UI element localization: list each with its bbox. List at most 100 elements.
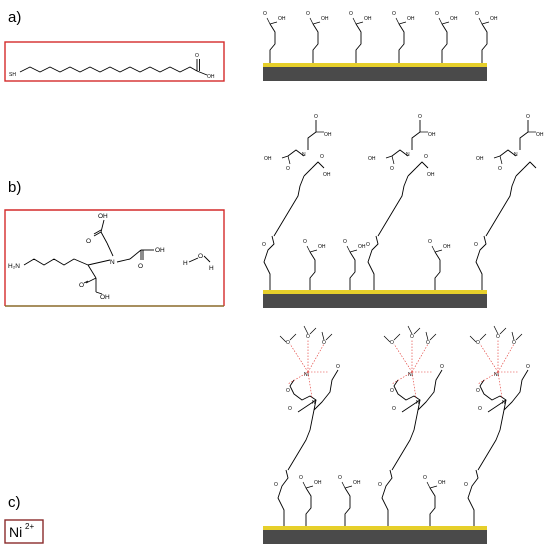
svg-text:O: O bbox=[86, 238, 91, 245]
svg-text:O: O bbox=[286, 166, 290, 172]
svg-text:O: O bbox=[475, 11, 479, 17]
ni-nta-complex: O N Ni O O O O O O bbox=[378, 325, 444, 526]
svg-text:OH: OH bbox=[321, 16, 329, 22]
svg-text:O: O bbox=[424, 154, 428, 160]
svg-text:N: N bbox=[406, 152, 410, 158]
svg-text:OH: OH bbox=[353, 480, 361, 486]
svg-text:O: O bbox=[526, 364, 530, 370]
panel-label-a: a) bbox=[8, 9, 21, 26]
svg-text:OH: OH bbox=[264, 156, 272, 162]
svg-text:O: O bbox=[390, 340, 394, 346]
svg-text:O: O bbox=[512, 340, 516, 346]
acid-chain: OOH bbox=[299, 475, 322, 526]
svg-text:O: O bbox=[435, 11, 439, 17]
svg-text:O: O bbox=[366, 242, 370, 248]
svg-text:O: O bbox=[349, 11, 353, 17]
svg-text:OH: OH bbox=[476, 156, 484, 162]
panel-b-molecule-box: H₂N N O OH O OH OH O H O bbox=[4, 209, 225, 307]
acid-chain: O OH bbox=[475, 11, 498, 63]
svg-text:OH: OH bbox=[407, 16, 415, 22]
svg-text:O: O bbox=[314, 114, 318, 120]
svg-text:O: O bbox=[79, 282, 84, 289]
svg-text:O: O bbox=[428, 239, 432, 245]
nta-chain: O N OH O O OH OH O bbox=[262, 114, 332, 290]
svg-text:OH: OH bbox=[318, 244, 326, 250]
acid-chain: O OH bbox=[428, 239, 451, 290]
hydroxyl-label: OH bbox=[207, 74, 215, 80]
svg-text:O: O bbox=[426, 340, 430, 346]
substrate bbox=[263, 530, 487, 544]
svg-text:O: O bbox=[498, 166, 502, 172]
svg-text:O: O bbox=[423, 475, 427, 481]
ni-ion-box: Ni 2+ bbox=[4, 519, 44, 544]
surface-a: O OH OOH OOH OOH OOH OOH bbox=[263, 11, 498, 81]
svg-text:O: O bbox=[288, 406, 292, 412]
gold-layer bbox=[263, 290, 487, 294]
svg-text:O: O bbox=[338, 475, 342, 481]
svg-text:O: O bbox=[464, 482, 468, 488]
substrate bbox=[263, 294, 487, 308]
acid-chain: O OH bbox=[435, 11, 458, 63]
ni-charge: 2+ bbox=[25, 522, 34, 531]
svg-text:OH: OH bbox=[438, 480, 446, 486]
svg-text:OH: OH bbox=[323, 172, 331, 178]
ni-symbol: Ni bbox=[9, 524, 22, 540]
svg-text:O: O bbox=[322, 340, 326, 346]
svg-text:O: O bbox=[440, 364, 444, 370]
water-molecule: H O H bbox=[183, 253, 214, 272]
svg-text:OH: OH bbox=[364, 16, 372, 22]
svg-text:Ni: Ni bbox=[304, 372, 309, 378]
svg-text:O: O bbox=[410, 334, 414, 340]
svg-text:OH: OH bbox=[100, 294, 110, 301]
svg-text:O: O bbox=[478, 406, 482, 412]
svg-text:Ni: Ni bbox=[494, 372, 499, 378]
svg-text:Ni: Ni bbox=[408, 372, 413, 378]
svg-text:N: N bbox=[312, 400, 316, 406]
acid-chain: O OH bbox=[306, 11, 329, 63]
svg-text:O: O bbox=[263, 11, 267, 17]
svg-text:O: O bbox=[274, 482, 278, 488]
svg-text:O: O bbox=[336, 364, 340, 370]
svg-text:OH: OH bbox=[324, 132, 332, 138]
svg-text:OH: OH bbox=[450, 16, 458, 22]
panel-label-b: b) bbox=[8, 179, 21, 196]
panel-label-c: c) bbox=[8, 494, 21, 511]
thiol-group-label: SH bbox=[9, 72, 16, 78]
acid-chain: O OH bbox=[343, 239, 366, 290]
nitrogen-label: N bbox=[110, 259, 115, 266]
svg-text:O: O bbox=[390, 166, 394, 172]
acid-chain: OOH bbox=[303, 239, 326, 290]
svg-text:OH: OH bbox=[536, 132, 544, 138]
substrate bbox=[263, 67, 487, 81]
svg-text:OH: OH bbox=[314, 480, 322, 486]
acid-chain: O OH bbox=[349, 11, 372, 63]
svg-text:OH: OH bbox=[427, 172, 435, 178]
svg-text:O: O bbox=[378, 482, 382, 488]
svg-text:OH: OH bbox=[155, 247, 165, 254]
svg-text:O: O bbox=[496, 334, 500, 340]
svg-text:N: N bbox=[514, 152, 518, 158]
svg-text:O: O bbox=[306, 334, 310, 340]
svg-text:N: N bbox=[502, 400, 506, 406]
carbonyl-o-label: O bbox=[195, 53, 199, 59]
ni-nta-complex: O N Ni O O O O O O bbox=[464, 325, 530, 526]
acid-chain: OOH bbox=[392, 11, 415, 63]
svg-text:O: O bbox=[418, 114, 422, 120]
water-o: O bbox=[198, 253, 203, 260]
svg-text:O: O bbox=[343, 239, 347, 245]
svg-text:N: N bbox=[302, 152, 306, 158]
amine-label: H₂N bbox=[8, 263, 20, 270]
svg-text:O: O bbox=[476, 388, 480, 394]
nta-chain: O N OH O O OH bbox=[474, 114, 544, 290]
svg-text:N: N bbox=[416, 400, 420, 406]
ni-nta-complex: O N Ni O O O O O O bbox=[274, 325, 340, 526]
svg-text:O: O bbox=[138, 263, 143, 270]
gold-layer bbox=[263, 63, 487, 67]
svg-text:OH: OH bbox=[490, 16, 498, 22]
svg-text:OH: OH bbox=[443, 244, 451, 250]
svg-text:O: O bbox=[306, 11, 310, 17]
svg-text:O: O bbox=[476, 340, 480, 346]
svg-text:O: O bbox=[286, 340, 290, 346]
svg-text:OH: OH bbox=[358, 244, 366, 250]
water-h-right: H bbox=[209, 265, 214, 272]
